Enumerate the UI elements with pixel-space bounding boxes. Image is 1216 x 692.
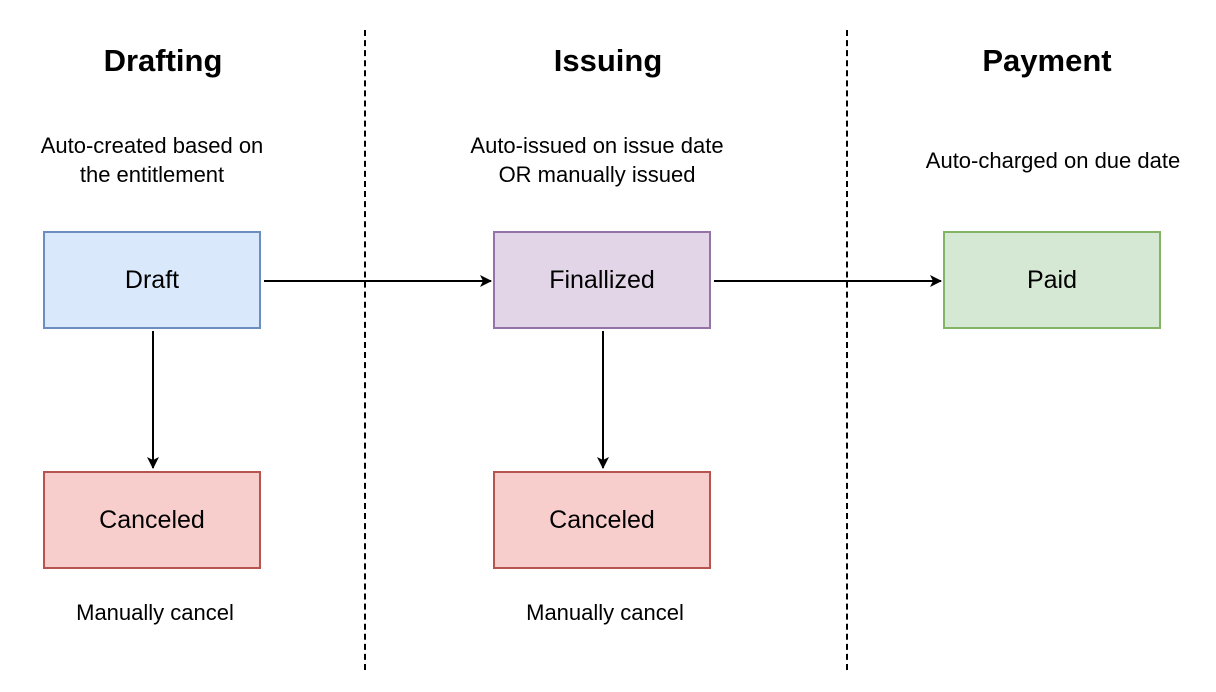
state-finalized: Finallized [493, 231, 711, 329]
phase-note-payment: Auto-charged on due date [925, 148, 1181, 173]
phase-divider-drafting-issuing [364, 30, 366, 670]
state-label: Canceled [99, 505, 205, 534]
phase-heading-issuing: Issuing [553, 43, 663, 78]
phase-heading-drafting: Drafting [103, 43, 223, 78]
phase-note-drafting: Auto-created based on the entitlement [40, 133, 264, 187]
state-paid: Paid [943, 231, 1161, 329]
state-label: Canceled [549, 505, 655, 534]
phase-divider-issuing-payment [846, 30, 848, 670]
phase-heading-payment: Payment [982, 43, 1112, 78]
state-draft: Draft [43, 231, 261, 329]
phase-note-issuing: Auto-issued on issue date OR manually is… [470, 133, 724, 187]
state-label: Draft [124, 265, 180, 294]
state-label: Paid [1026, 265, 1078, 294]
state-canceled-drafting: Canceled [43, 471, 261, 569]
state-label: Finallized [549, 265, 655, 294]
cancel-note-drafting: Manually cancel [76, 600, 234, 625]
state-canceled-issuing: Canceled [493, 471, 711, 569]
cancel-note-issuing: Manually cancel [526, 600, 684, 625]
